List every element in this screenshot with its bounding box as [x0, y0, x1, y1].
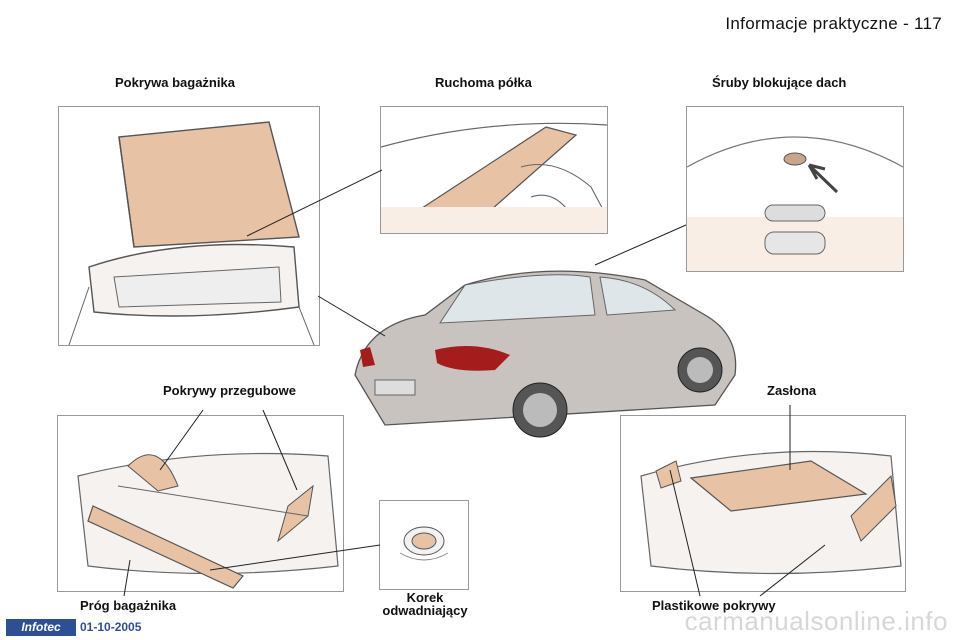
label-trunk-sill: Próg bagażnika: [80, 598, 177, 613]
watermark: carmanualsonline.info: [684, 606, 948, 636]
panel-trunk-lid: [58, 106, 320, 346]
label-plastic-covers: Plastikowe pokrywy: [652, 598, 776, 613]
label-hinge-covers: Pokrywy przegubowe: [163, 383, 296, 398]
page-header: Informacje praktyczne - 117: [725, 14, 942, 33]
panel-roof-bolts: [686, 106, 904, 272]
panel-curtain: [620, 415, 906, 592]
car-illustration: [345, 255, 745, 455]
footer-brand: Infotec: [6, 619, 76, 636]
label-moving-shelf: Ruchoma półka: [435, 75, 532, 90]
label-drain-plug-line2: odwadniający: [382, 603, 468, 618]
label-trunk-lid: Pokrywa bagażnika: [115, 75, 235, 90]
label-drain-plug-line1: Korek: [406, 590, 444, 605]
label-curtain: Zasłona: [767, 383, 817, 398]
footer-date: 01-10-2005: [80, 620, 142, 634]
panel-trunk-sill: [57, 415, 344, 592]
panel-drain-plug: [379, 500, 469, 590]
panel-moving-shelf: [380, 106, 608, 234]
label-roof-bolts: Śruby blokujące dach: [712, 75, 847, 90]
label-drain-plug: Korek odwadniający: [375, 591, 475, 617]
